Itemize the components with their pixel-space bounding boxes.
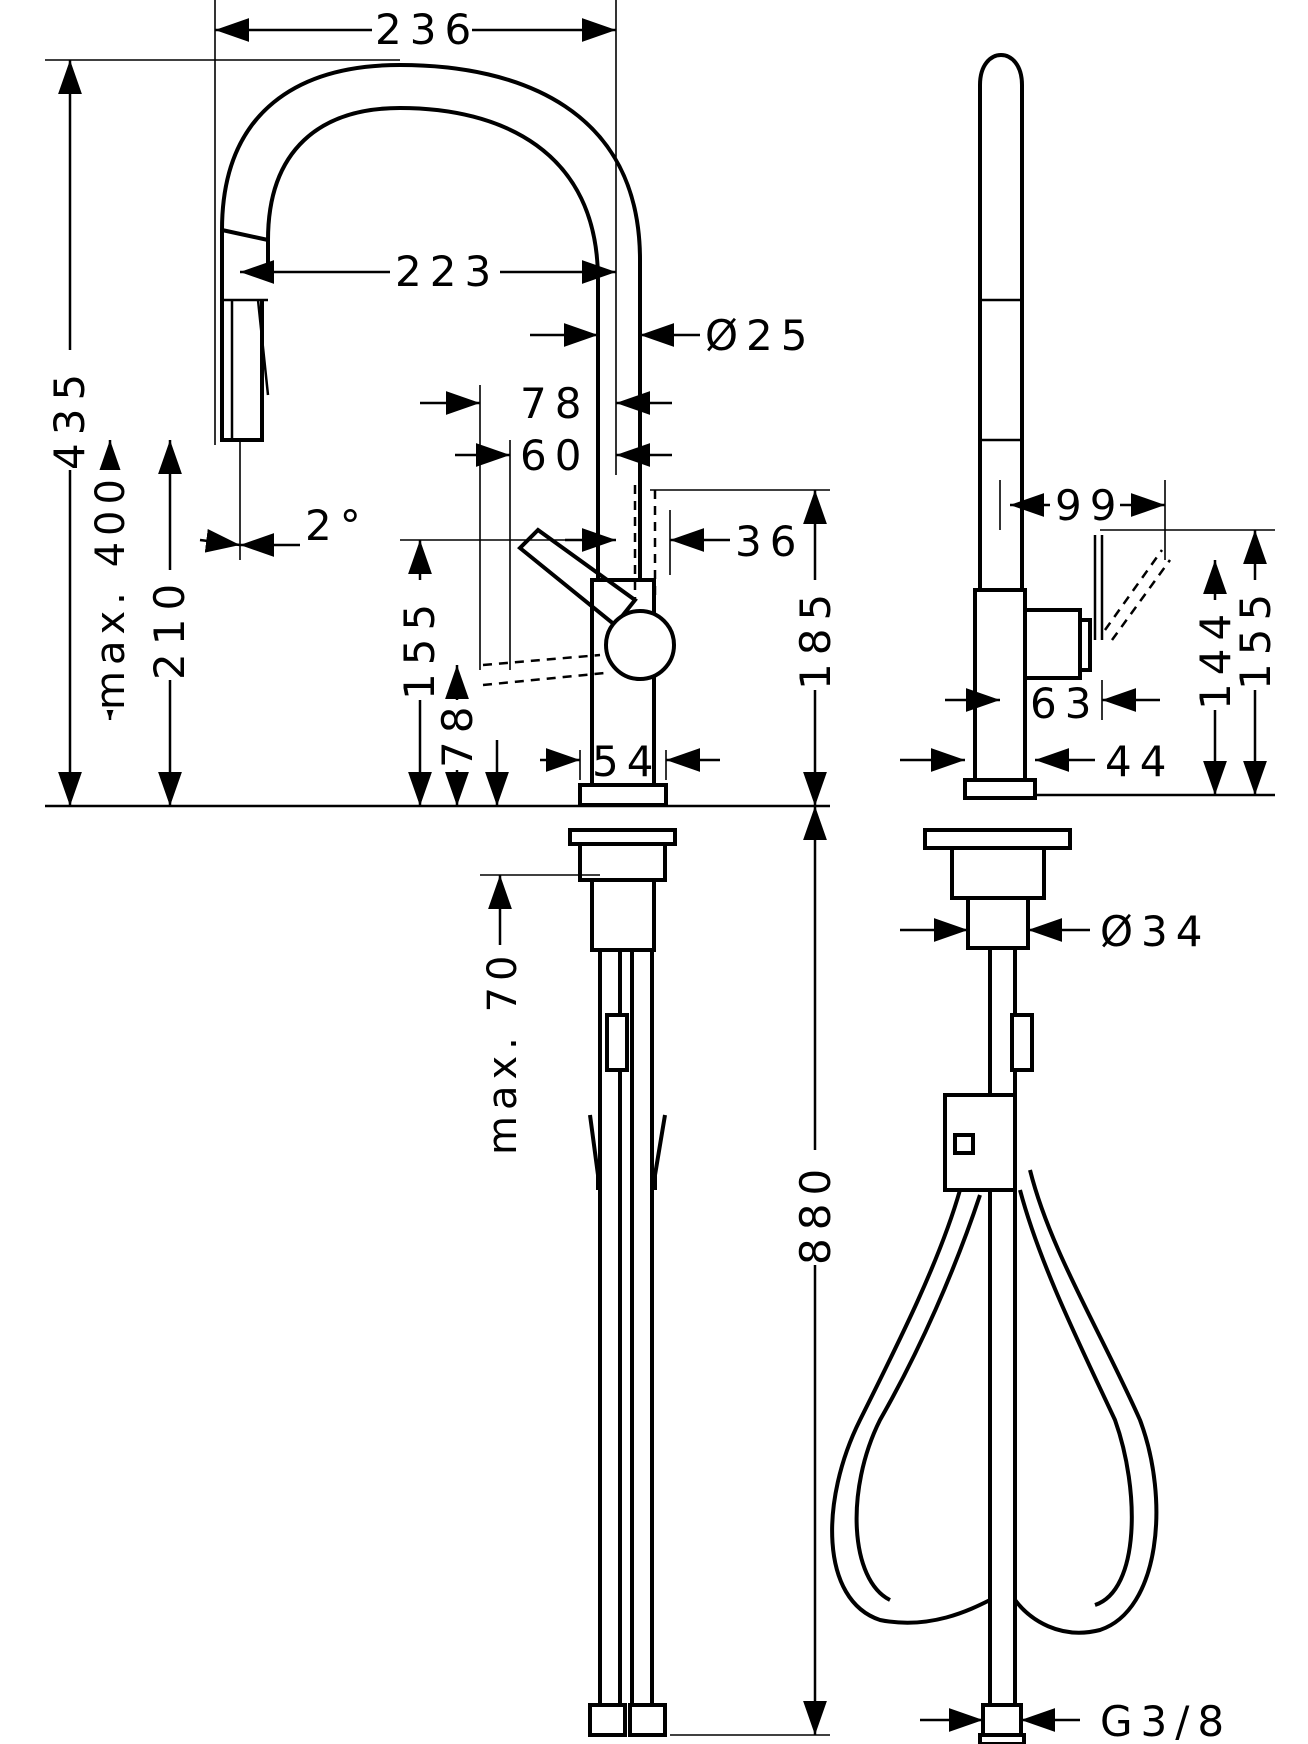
side-spout (978, 53, 1024, 592)
faucet-body (482, 485, 677, 952)
dim-78-top: 78 (520, 379, 589, 428)
dim-36: 36 (735, 517, 804, 566)
supply-hoses (588, 950, 667, 1737)
dim-54: 54 (592, 737, 661, 786)
dim-max-400: max. 400 (88, 473, 134, 710)
dim-99: 99 (1055, 481, 1124, 530)
side-body (923, 535, 1172, 950)
dim-155: 155 (395, 596, 444, 700)
dim-210: 210 (145, 576, 194, 680)
dim-max-70: max. 70 (480, 950, 526, 1155)
side-hoses (830, 948, 1159, 1744)
spout (220, 62, 642, 620)
dim-144: 144 (1191, 606, 1240, 710)
dim-78-left: 78 (433, 699, 482, 768)
dim-185: 185 (791, 586, 840, 690)
side-view: 99 63 44 144 155 Ø34 G3/8 (830, 53, 1280, 1744)
dim-g3-8: G3/8 (1100, 1697, 1232, 1744)
dim-diameter-34: Ø34 (1100, 907, 1211, 956)
dim-435: 435 (45, 366, 94, 470)
front-view: 236 223 Ø25 78 60 36 435 max. 400 210 2°… (45, 0, 840, 1737)
dim-236: 236 (375, 5, 479, 54)
dim-44: 44 (1105, 737, 1174, 786)
dim-diameter-25: Ø25 (705, 311, 816, 360)
dim-880: 880 (791, 1161, 840, 1265)
dim-223: 223 (395, 247, 499, 296)
dim-2-degrees: 2° (305, 501, 369, 550)
dim-155-side: 155 (1231, 586, 1280, 690)
dim-63: 63 (1030, 679, 1099, 728)
dim-60: 60 (520, 431, 589, 480)
